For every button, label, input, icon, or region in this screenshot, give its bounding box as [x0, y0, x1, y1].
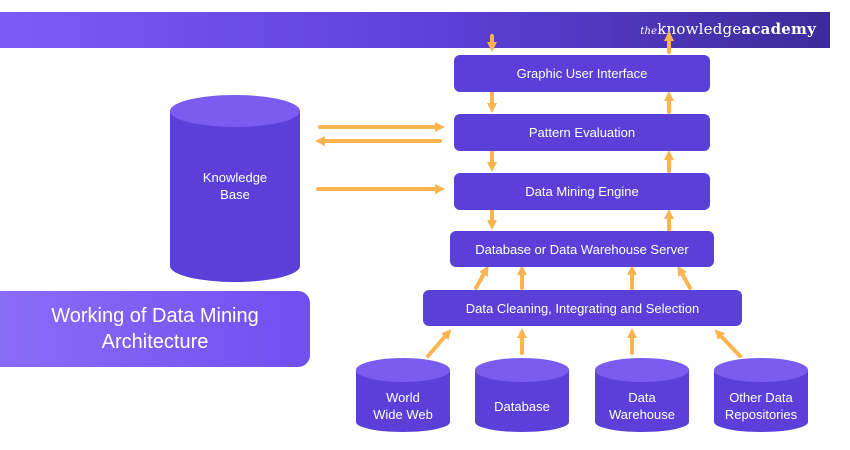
- title-line-2: Architecture: [101, 331, 209, 353]
- arrow-up-other-clean: [714, 329, 742, 358]
- arrow-up-clean-server-4: [677, 265, 692, 290]
- source-label-database: Database: [494, 398, 550, 414]
- source-cylinder-database: [475, 358, 569, 432]
- header-bar: [0, 12, 830, 48]
- pattern-evaluation-box: Pattern Evaluation: [454, 114, 710, 151]
- brand-logo: theknowledgeacademy: [640, 20, 816, 38]
- database-server-box: Database or Data Warehouse Server: [450, 231, 714, 267]
- source-cylinder-www: [356, 358, 450, 432]
- arrow-up-www-clean: [426, 329, 452, 358]
- gui-layer-box: Graphic User Interface: [454, 55, 710, 92]
- arrow-up-clean-server-1: [474, 265, 489, 290]
- title-line-1: Working of Data Mining: [51, 305, 259, 327]
- source-cylinder-other: [714, 358, 808, 432]
- source-cylinder-warehouse: [595, 358, 689, 432]
- knowledge-base-cylinder: [170, 95, 300, 282]
- data-mining-engine-box: Data Mining Engine: [454, 173, 710, 210]
- data-cleaning-box: Data Cleaning, Integrating and Selection: [423, 290, 742, 326]
